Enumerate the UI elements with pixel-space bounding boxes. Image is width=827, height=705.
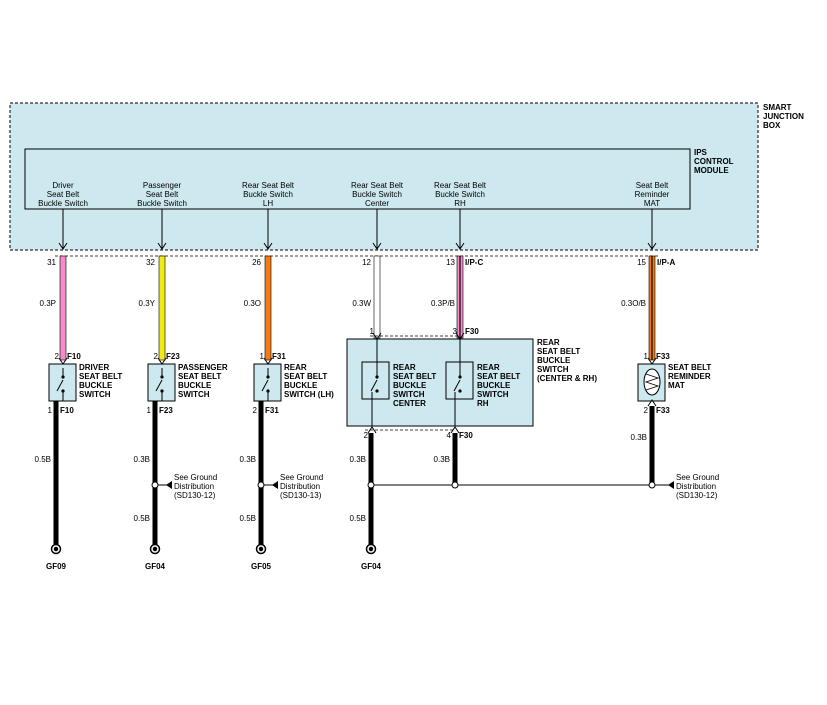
ground-gf04: GF04 — [144, 562, 166, 571]
signal-wires — [59, 209, 656, 361]
rear-bot-conn: F30 — [459, 431, 473, 440]
smart-junction-box — [9, 102, 759, 251]
pin-number: 12 — [362, 258, 371, 267]
connector-ipa: I/P-A — [657, 258, 676, 267]
comp-conn: F31 — [272, 352, 286, 361]
wire-spec: 0.3W — [352, 299, 371, 308]
connector-ipc: I/P-C — [465, 258, 484, 267]
input-label-passenger: Passenger Seat Belt Buckle Switch — [137, 181, 187, 208]
ground-wire-spec-lower: 0.5B — [349, 514, 366, 523]
pin-number: 32 — [146, 258, 155, 267]
rear-top-conn: F30 — [465, 327, 479, 336]
wire-spec: 0.3O — [243, 299, 261, 308]
pin-number: 13 — [446, 258, 455, 267]
input-label-mat: Seat Belt Reminder MAT — [634, 181, 670, 208]
comp-pin: 1 — [47, 406, 52, 415]
ground-ref-arrows — [166, 481, 674, 489]
rear-group-name: REAR SEAT BELT BUCKLE SWITCH (CENTER & R… — [537, 338, 597, 383]
pin-number: 31 — [47, 258, 56, 267]
pin-number: 15 — [637, 258, 646, 267]
ground-wire-spec-lower: 0.5B — [133, 514, 150, 523]
input-label-rear-rh: Rear Seat Belt Buckle Switch RH — [433, 181, 487, 208]
passenger-switch-name: PASSENGER SEAT BELT BUCKLE SWITCH — [178, 363, 228, 399]
sjb-title: SMART JUNCTION BOX — [763, 103, 804, 130]
wire-driver-color — [59, 255, 67, 361]
ground-wire-spec-lower: 0.5B — [239, 514, 256, 523]
ground-gf05: GF05 — [250, 562, 272, 571]
ground-wire-spec: 0.3B — [133, 455, 150, 464]
ground-wire-spec: 0.5B — [34, 455, 51, 464]
comp-pin: 1 — [259, 352, 264, 361]
wire-passenger-color — [158, 255, 166, 361]
switch-passenger — [147, 357, 176, 402]
ground-ref-sd130-12: See Ground Distribution (SD130-12) — [174, 473, 218, 500]
ground-ref-sd130-13: See Ground Distribution (SD130-13) — [280, 473, 324, 500]
comp-pin: 2 — [252, 406, 257, 415]
rear-center-name: REAR SEAT BELT BUCKLE SWITCH CENTER — [393, 363, 437, 408]
rear-switch-group — [346, 332, 534, 434]
comp-conn: F10 — [67, 352, 81, 361]
comp-conn: F33 — [656, 352, 670, 361]
comp-conn: F31 — [265, 406, 279, 415]
rear-pin-1: 1 — [369, 327, 374, 336]
wire-rear-lh-color — [264, 255, 272, 361]
pin-arrows — [58, 242, 657, 250]
ips-title: IPS CONTROL MODULE — [694, 148, 734, 175]
wire-spec: 0.3P/B — [430, 299, 455, 308]
ground-wire-spec: 0.3B — [239, 455, 256, 464]
ground-gf09: GF09 — [45, 562, 67, 571]
input-label-rear-lh: Rear Seat Belt Buckle Switch LH — [241, 181, 295, 208]
wire-spec: 0.3Y — [138, 299, 155, 308]
input-label-rear-center: Rear Seat Belt Buckle Switch Center — [350, 181, 404, 208]
ground-wires — [53, 401, 670, 545]
input-label-driver: Driver Seat Belt Buckle Switch — [38, 181, 88, 208]
comp-pin: 2 — [643, 406, 648, 415]
ground-symbols — [50, 543, 377, 555]
comp-conn: F10 — [60, 406, 74, 415]
comp-pin: 2 — [54, 352, 59, 361]
wire-spec: 0.3O/B — [621, 299, 646, 308]
switch-driver — [48, 357, 77, 402]
ground-ref-sd130-12-mat: See Ground Distribution (SD130-12) — [676, 473, 720, 500]
wire-rear-center-color — [373, 255, 381, 339]
comp-conn: F23 — [166, 352, 180, 361]
rear-lh-switch-name: REAR SEAT BELT BUCKLE SWITCH (LH) — [284, 363, 334, 399]
ground-wire-spec: 0.3B — [433, 455, 450, 464]
switch-rear-lh — [253, 357, 282, 402]
rear-rh-name: REAR SEAT BELT BUCKLE SWITCH RH — [477, 363, 521, 408]
comp-pin: 1 — [643, 352, 648, 361]
comp-pin: 1 — [146, 406, 151, 415]
ground-junctions — [151, 481, 656, 489]
rear-pin-4: 4 — [446, 431, 451, 440]
comp-conn: F23 — [159, 406, 173, 415]
pin-number: 26 — [252, 258, 261, 267]
ground-gf04-rear: GF04 — [360, 562, 382, 571]
ips-control-module — [24, 148, 691, 210]
rear-pin-2: 2 — [363, 431, 368, 440]
ground-wire-spec: 0.3B — [349, 455, 366, 464]
driver-switch-name: DRIVER SEAT BELT BUCKLE SWITCH — [79, 363, 123, 399]
ground-wire-spec: 0.3B — [630, 433, 647, 442]
seat-belt-reminder-mat — [637, 357, 666, 407]
comp-conn: F33 — [656, 406, 670, 415]
rear-pin-3: 3 — [452, 327, 457, 336]
comp-pin: 2 — [153, 352, 158, 361]
wire-spec: 0.3P — [39, 299, 56, 308]
mat-name: SEAT BELT REMINDER MAT — [668, 363, 712, 390]
